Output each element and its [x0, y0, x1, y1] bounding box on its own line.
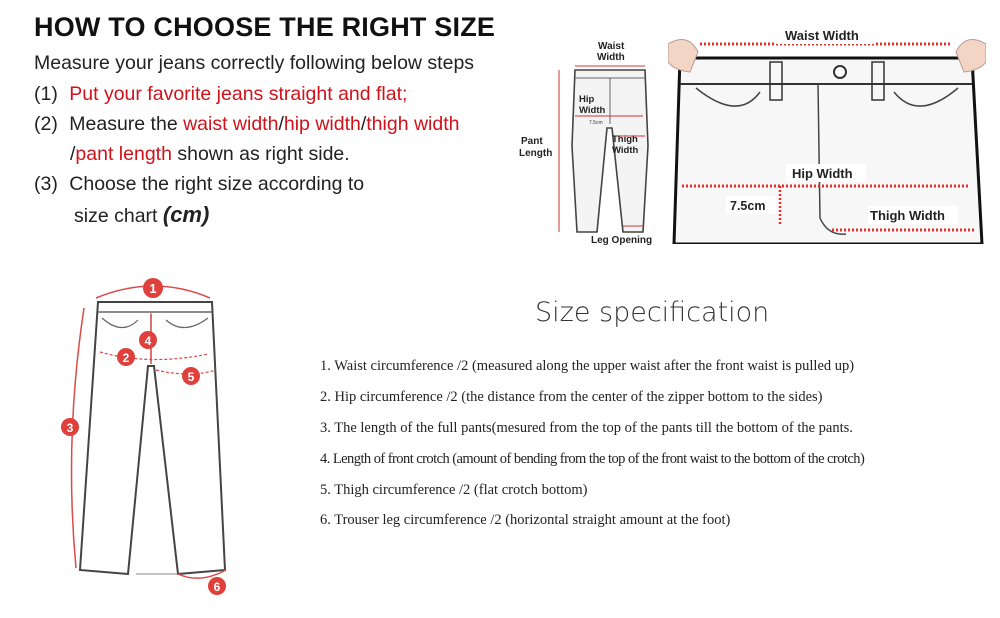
step-2-post: shown as right side.: [171, 143, 350, 165]
marker-5-label: 5: [188, 370, 195, 384]
hand-left-icon: [668, 39, 699, 73]
pant-label-1: Pant: [521, 136, 543, 147]
waist-label-1: Waist: [598, 41, 625, 52]
marker-4: 4: [139, 331, 157, 349]
marker-3: 3: [61, 418, 79, 436]
hip-label-2: Width: [579, 105, 605, 116]
step-2-number: (2): [34, 113, 58, 135]
spec-item-2: 2. Hip circumference /2 (the distance fr…: [320, 389, 823, 405]
step-2-hip: hip width: [283, 113, 361, 135]
thigh-width-label: Thigh Width: [870, 208, 945, 223]
jeans-pocket-right: [165, 317, 209, 329]
small-jeans-diagram: Waist Width Pant Length Hip Width 7.5cm …: [519, 41, 652, 246]
marker-6-circle: [208, 577, 226, 595]
thigh-label-1: Thigh: [612, 134, 638, 145]
pocket-left: [695, 87, 761, 107]
step-3-line1: Choose the right size according to: [69, 173, 365, 195]
step-2-slash: /: [70, 143, 76, 165]
step-2-pant: pant length: [75, 143, 172, 165]
jeans-pocket-left: [101, 317, 139, 329]
marker-1: 1: [143, 278, 163, 298]
hip-guide: [99, 351, 209, 361]
step-2-thigh: thigh width: [366, 113, 460, 135]
hand-right-icon: [955, 39, 986, 73]
spec-item-3: 3. The length of the full pants(mesured …: [320, 420, 853, 436]
marker-2: 2: [117, 348, 135, 366]
leg-opening-guide: [177, 569, 227, 579]
marker-1-label: 1: [149, 281, 156, 296]
marker-5-circle: [182, 367, 200, 385]
unit-label: (cm): [162, 202, 210, 227]
spec-item-4: 4. Length of front crotch (amount of ben…: [320, 451, 865, 467]
intro-text: Measure your jeans correctly following b…: [34, 52, 475, 74]
small-jeans-outline: [571, 69, 649, 233]
marker-3-label: 3: [67, 421, 74, 435]
marker-2-label: 2: [123, 351, 130, 365]
marker-2-circle: [117, 348, 135, 366]
marker-5: 5: [182, 367, 200, 385]
rise-label: 7.5cm: [730, 199, 765, 213]
spec-item-1: 1. Waist circumference /2 (measured alon…: [320, 358, 855, 374]
waist-width-label: Waist Width: [785, 28, 859, 43]
button-icon: [833, 65, 847, 79]
page-title: HOW TO CHOOSE THE RIGHT SIZE: [34, 12, 496, 42]
step-2-waist: waist width: [183, 113, 279, 135]
length-guide: [70, 307, 85, 569]
pocket-right: [893, 87, 959, 107]
hip-width-label: Hip Width: [792, 166, 853, 181]
fly-stitch: [817, 83, 847, 235]
step-1-text: Put your favorite jeans straight and fla…: [69, 83, 408, 105]
marker-3-circle: [61, 418, 79, 436]
spec-title: Size specification: [535, 297, 770, 328]
spec-item-6: 6. Trouser leg circumference /2 (horizon…: [320, 512, 731, 528]
belt-loop-left: [769, 61, 783, 101]
leg-opening-label: Leg Opening: [591, 235, 652, 246]
rise-label-bg: [726, 196, 776, 214]
step-3-line2: size chart (cm): [74, 202, 209, 228]
step-1-number: (1): [34, 83, 58, 105]
hip-label-1: Hip: [579, 94, 595, 105]
thigh-label-bg: [868, 206, 958, 224]
step-2-sep1: /: [278, 113, 284, 135]
belt-loop-right: [871, 61, 885, 101]
step-2: (2) Measure the waist width/hip width/th…: [34, 113, 460, 136]
thigh-label-2: Width: [612, 145, 638, 156]
waist-label-2: Width: [597, 52, 625, 63]
pant-label-2: Length: [519, 148, 552, 159]
step-3-text: size chart: [74, 205, 163, 227]
hip-label-bg: [786, 164, 866, 182]
hip-small-label: 7.5cm: [589, 120, 603, 126]
step-2-sep2: /: [360, 113, 367, 135]
closeup-jeans-diagram: Waist Width Hip Width 7.5cm Thigh Width: [668, 22, 986, 244]
marker-1-circle: [143, 278, 163, 298]
step-2-line2: /pant length shown as right side.: [70, 143, 350, 166]
step-2-pre: Measure the: [69, 113, 184, 135]
marker-6: 6: [208, 577, 226, 595]
waist-label-bg: [776, 26, 876, 44]
spec-item-5: 5. Thigh circumference /2 (flat crotch b…: [320, 482, 588, 498]
step-3-number: (3): [34, 173, 58, 195]
marker-6-label: 6: [214, 580, 221, 594]
step-1: (1) Put your favorite jeans straight and…: [34, 83, 407, 106]
marker-4-circle: [139, 331, 157, 349]
measurement-jeans-diagram: 1 2 3 4 5 6: [61, 278, 227, 595]
step-3: (3) Choose the right size according to: [34, 173, 364, 196]
marker-4-label: 4: [145, 334, 152, 348]
